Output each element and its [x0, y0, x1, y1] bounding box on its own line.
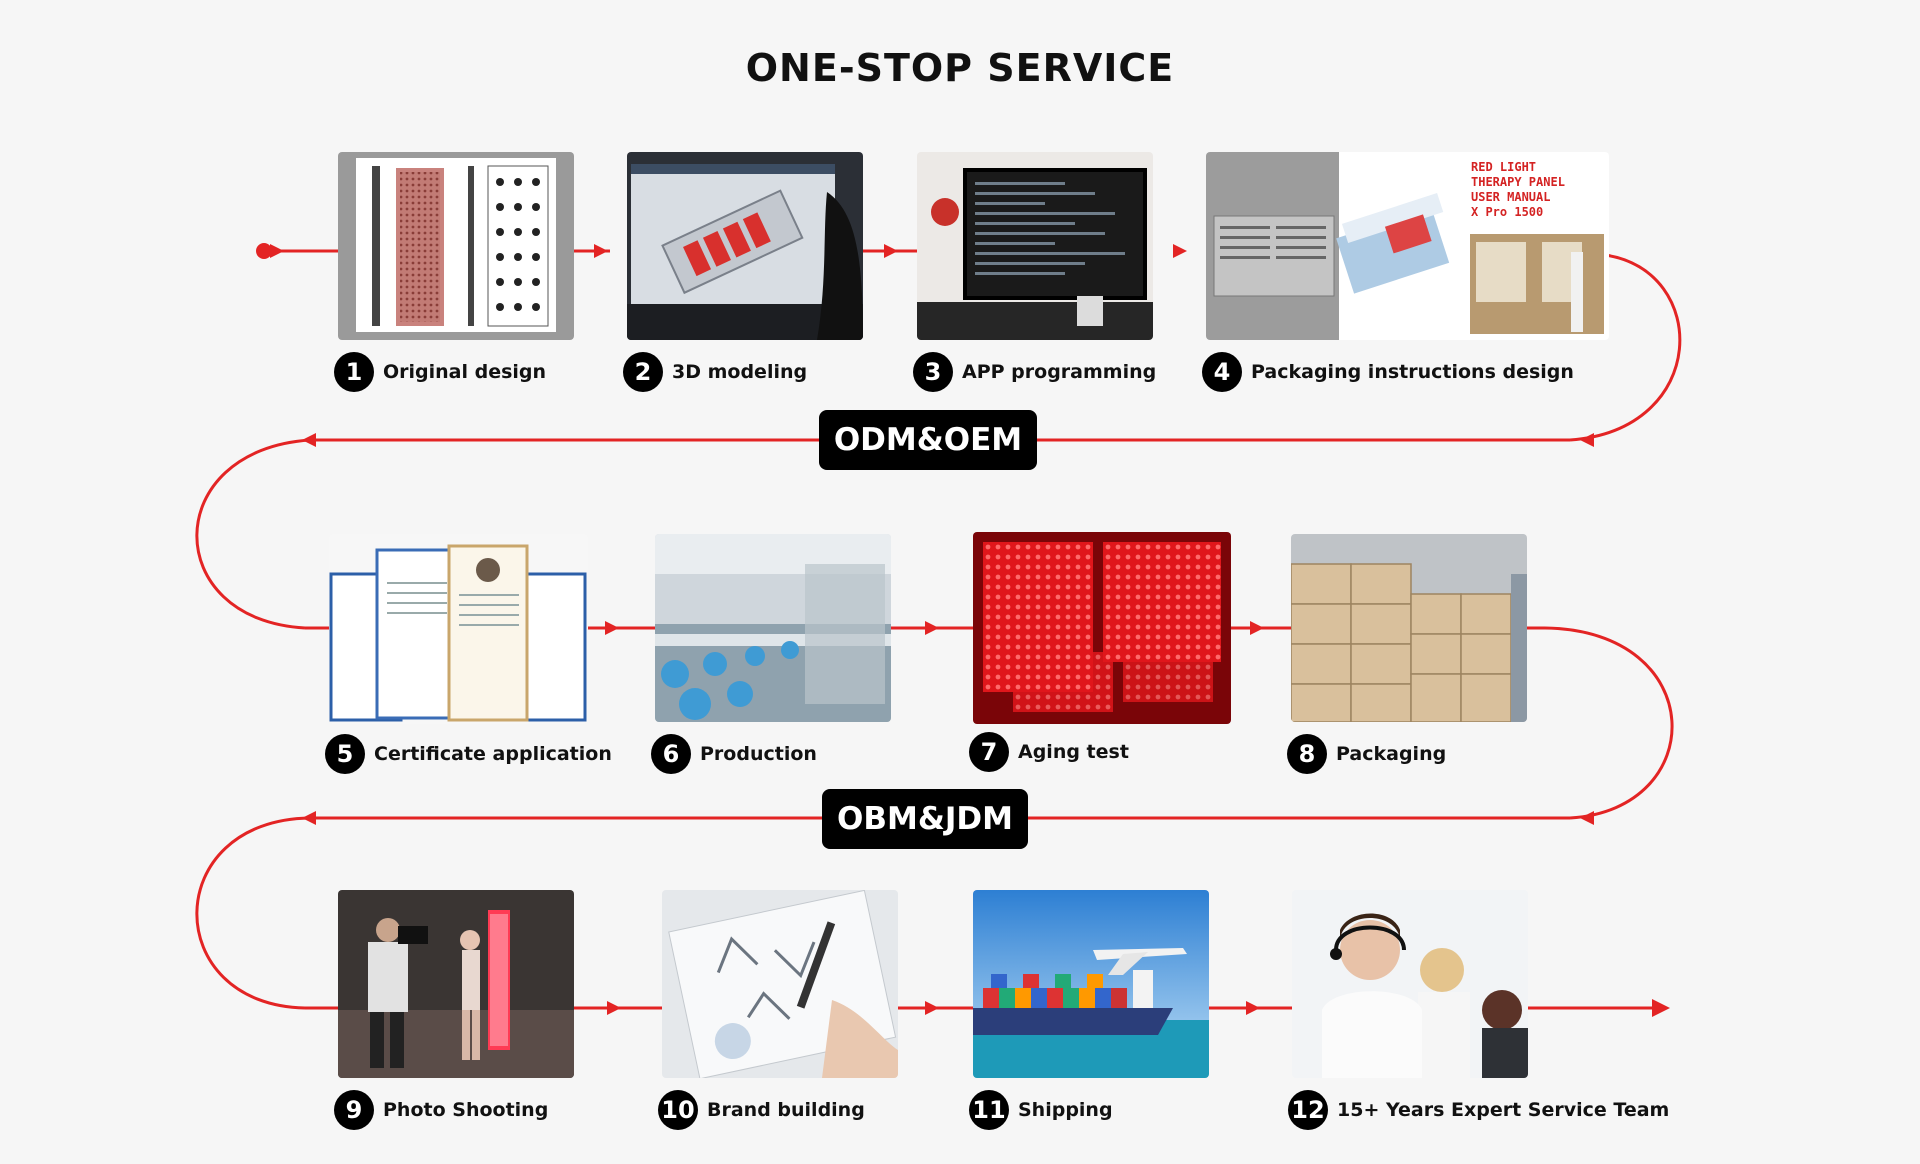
step-number: 2: [623, 352, 663, 392]
step-label: 9 Photo Shooting: [334, 1090, 548, 1130]
step-number: 5: [325, 734, 365, 774]
3d-modeling-screen-image: [627, 152, 863, 340]
step-title: Packaging: [1336, 743, 1447, 765]
step-number: 1: [334, 352, 374, 392]
step-number: 10: [658, 1090, 698, 1130]
step-number: 12: [1288, 1090, 1328, 1130]
step-label: 5 Certificate application: [325, 734, 612, 774]
step-number: 4: [1202, 352, 1242, 392]
step-number: 9: [334, 1090, 374, 1130]
step-title: Production: [700, 743, 817, 765]
step-number: 7: [969, 732, 1009, 772]
stage-badge-obm-jdm: OBM&JDM: [822, 789, 1028, 849]
step-label: 10 Brand building: [658, 1090, 865, 1130]
red-light-panels-image: [973, 532, 1231, 724]
step-number: 3: [913, 352, 953, 392]
step-title: APP programming: [962, 361, 1157, 383]
manual-cover-text: RED LIGHT THERAPY PANEL USER MANUAL X Pr…: [1471, 160, 1609, 220]
factory-production-line-image: [655, 534, 891, 722]
step-label: 4 Packaging instructions design: [1202, 352, 1574, 392]
step-title: 3D modeling: [672, 361, 808, 383]
step-title: Shipping: [1018, 1099, 1113, 1121]
step-title: Packaging instructions design: [1251, 361, 1574, 383]
step-title: 15+ Years Expert Service Team: [1337, 1099, 1670, 1121]
page-title: ONE-STOP SERVICE: [745, 46, 1175, 90]
manual-line: THERAPY PANEL: [1471, 175, 1565, 189]
manual-line: X Pro 1500: [1471, 205, 1544, 219]
step-title: Brand building: [707, 1099, 865, 1121]
photo-shoot-image: [338, 890, 574, 1078]
user-manual-packaging-image: RED LIGHT THERAPY PANEL USER MANUAL X Pr…: [1206, 152, 1609, 340]
step-title: Certificate application: [374, 743, 612, 765]
step-label: 12 15+ Years Expert Service Team: [1288, 1090, 1669, 1130]
step-number: 8: [1287, 734, 1327, 774]
step-label: 8 Packaging: [1287, 734, 1446, 774]
step-title: Aging test: [1018, 741, 1129, 763]
stacked-boxes-image: [1291, 534, 1527, 722]
programming-monitor-image: [917, 152, 1153, 340]
step-number: 11: [969, 1090, 1009, 1130]
step-number: 6: [651, 734, 691, 774]
panel-design-drawing-image: [338, 152, 574, 340]
logo-sketching-image: [662, 890, 898, 1078]
step-label: 7 Aging test: [969, 732, 1129, 772]
step-label: 6 Production: [651, 734, 817, 774]
step-title: Original design: [383, 361, 547, 383]
call-center-team-image: [1292, 890, 1528, 1078]
step-title: Photo Shooting: [383, 1099, 549, 1121]
step-label: 1 Original design: [334, 352, 546, 392]
manual-line: USER MANUAL: [1471, 190, 1551, 204]
step-label: 2 3D modeling: [623, 352, 807, 392]
manual-line: RED LIGHT: [1471, 160, 1537, 174]
certificates-image: [329, 534, 588, 724]
stage-badge-odm-oem: ODM&OEM: [819, 410, 1037, 470]
cargo-ship-and-plane-image: [973, 890, 1209, 1078]
step-label: 11 Shipping: [969, 1090, 1113, 1130]
step-label: 3 APP programming: [913, 352, 1156, 392]
